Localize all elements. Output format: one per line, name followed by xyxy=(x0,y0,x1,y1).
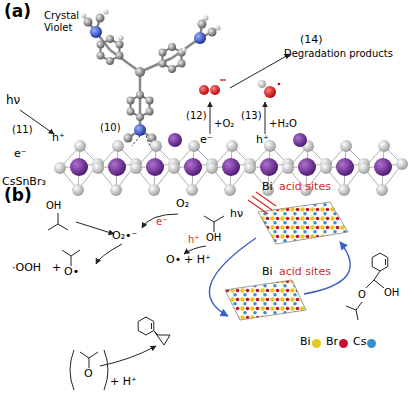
molecule-name: Crystal Violet xyxy=(44,10,86,33)
callout-number: (11) xyxy=(12,124,33,136)
charge-label: h⁺ xyxy=(256,134,269,147)
chemical-group: OH xyxy=(384,287,399,299)
callout-number: (10) xyxy=(100,122,121,134)
plus-sign: + xyxy=(52,262,61,275)
chemical-formula: ·OOH xyxy=(12,262,41,275)
site-label: acid sites xyxy=(279,266,331,279)
site-label: acid sites xyxy=(279,181,331,194)
charge-label: h⁺ xyxy=(188,234,200,246)
reaction-arrows xyxy=(20,54,290,146)
cycle-arrows xyxy=(209,238,350,316)
superoxide-molecule xyxy=(199,80,226,95)
legend-swatch xyxy=(312,339,321,348)
site-label: Bi xyxy=(262,266,273,279)
chemical-formula: O• xyxy=(64,266,79,279)
legend-swatch xyxy=(339,339,348,348)
site-label: Bi xyxy=(262,181,273,194)
callout-number: (14) xyxy=(300,34,323,47)
chemical-formula: + H⁺ xyxy=(110,376,137,389)
chemical-group: O xyxy=(358,289,366,301)
light-rays xyxy=(248,192,276,214)
legend-swatch xyxy=(367,339,376,348)
chemical-formula: O• xyxy=(166,254,181,267)
chemical-formula: O₂•⁻ xyxy=(112,230,137,243)
light-label: hν xyxy=(230,208,243,221)
charge-label: e⁻ xyxy=(156,216,167,228)
charge-label: e⁻ xyxy=(200,134,213,147)
perovskite-slab xyxy=(225,202,348,320)
light-label: hν xyxy=(6,94,20,108)
chemical-group: OH xyxy=(206,232,221,244)
chemical-group: OH xyxy=(46,200,61,212)
perovskite-lattice xyxy=(54,133,408,196)
chemical-formula: O₂ xyxy=(176,198,189,211)
legend-text: Bi xyxy=(300,336,311,349)
product-label: Degradation products xyxy=(284,48,393,60)
charge-label: e⁻ xyxy=(14,148,27,161)
panel-label: (b) xyxy=(4,186,32,206)
legend-text: Br xyxy=(326,336,338,349)
reactant-label: +H₂O xyxy=(269,118,297,130)
callout-number: (13) xyxy=(241,110,262,122)
crystal-violet-molecule xyxy=(82,10,221,143)
panel-label: (a) xyxy=(4,2,31,22)
legend-text: Cs xyxy=(353,336,366,349)
reaction-arrows xyxy=(76,214,206,366)
callout-number: (12) xyxy=(186,110,207,122)
chemical-group: O xyxy=(84,368,93,381)
chemical-formula: + H⁺ xyxy=(184,254,211,267)
hydroxyl-radical xyxy=(258,80,280,98)
reactant-label: +O₂ xyxy=(214,118,234,130)
charge-label: h⁺ xyxy=(52,132,65,145)
skeletal-structures xyxy=(48,213,388,390)
